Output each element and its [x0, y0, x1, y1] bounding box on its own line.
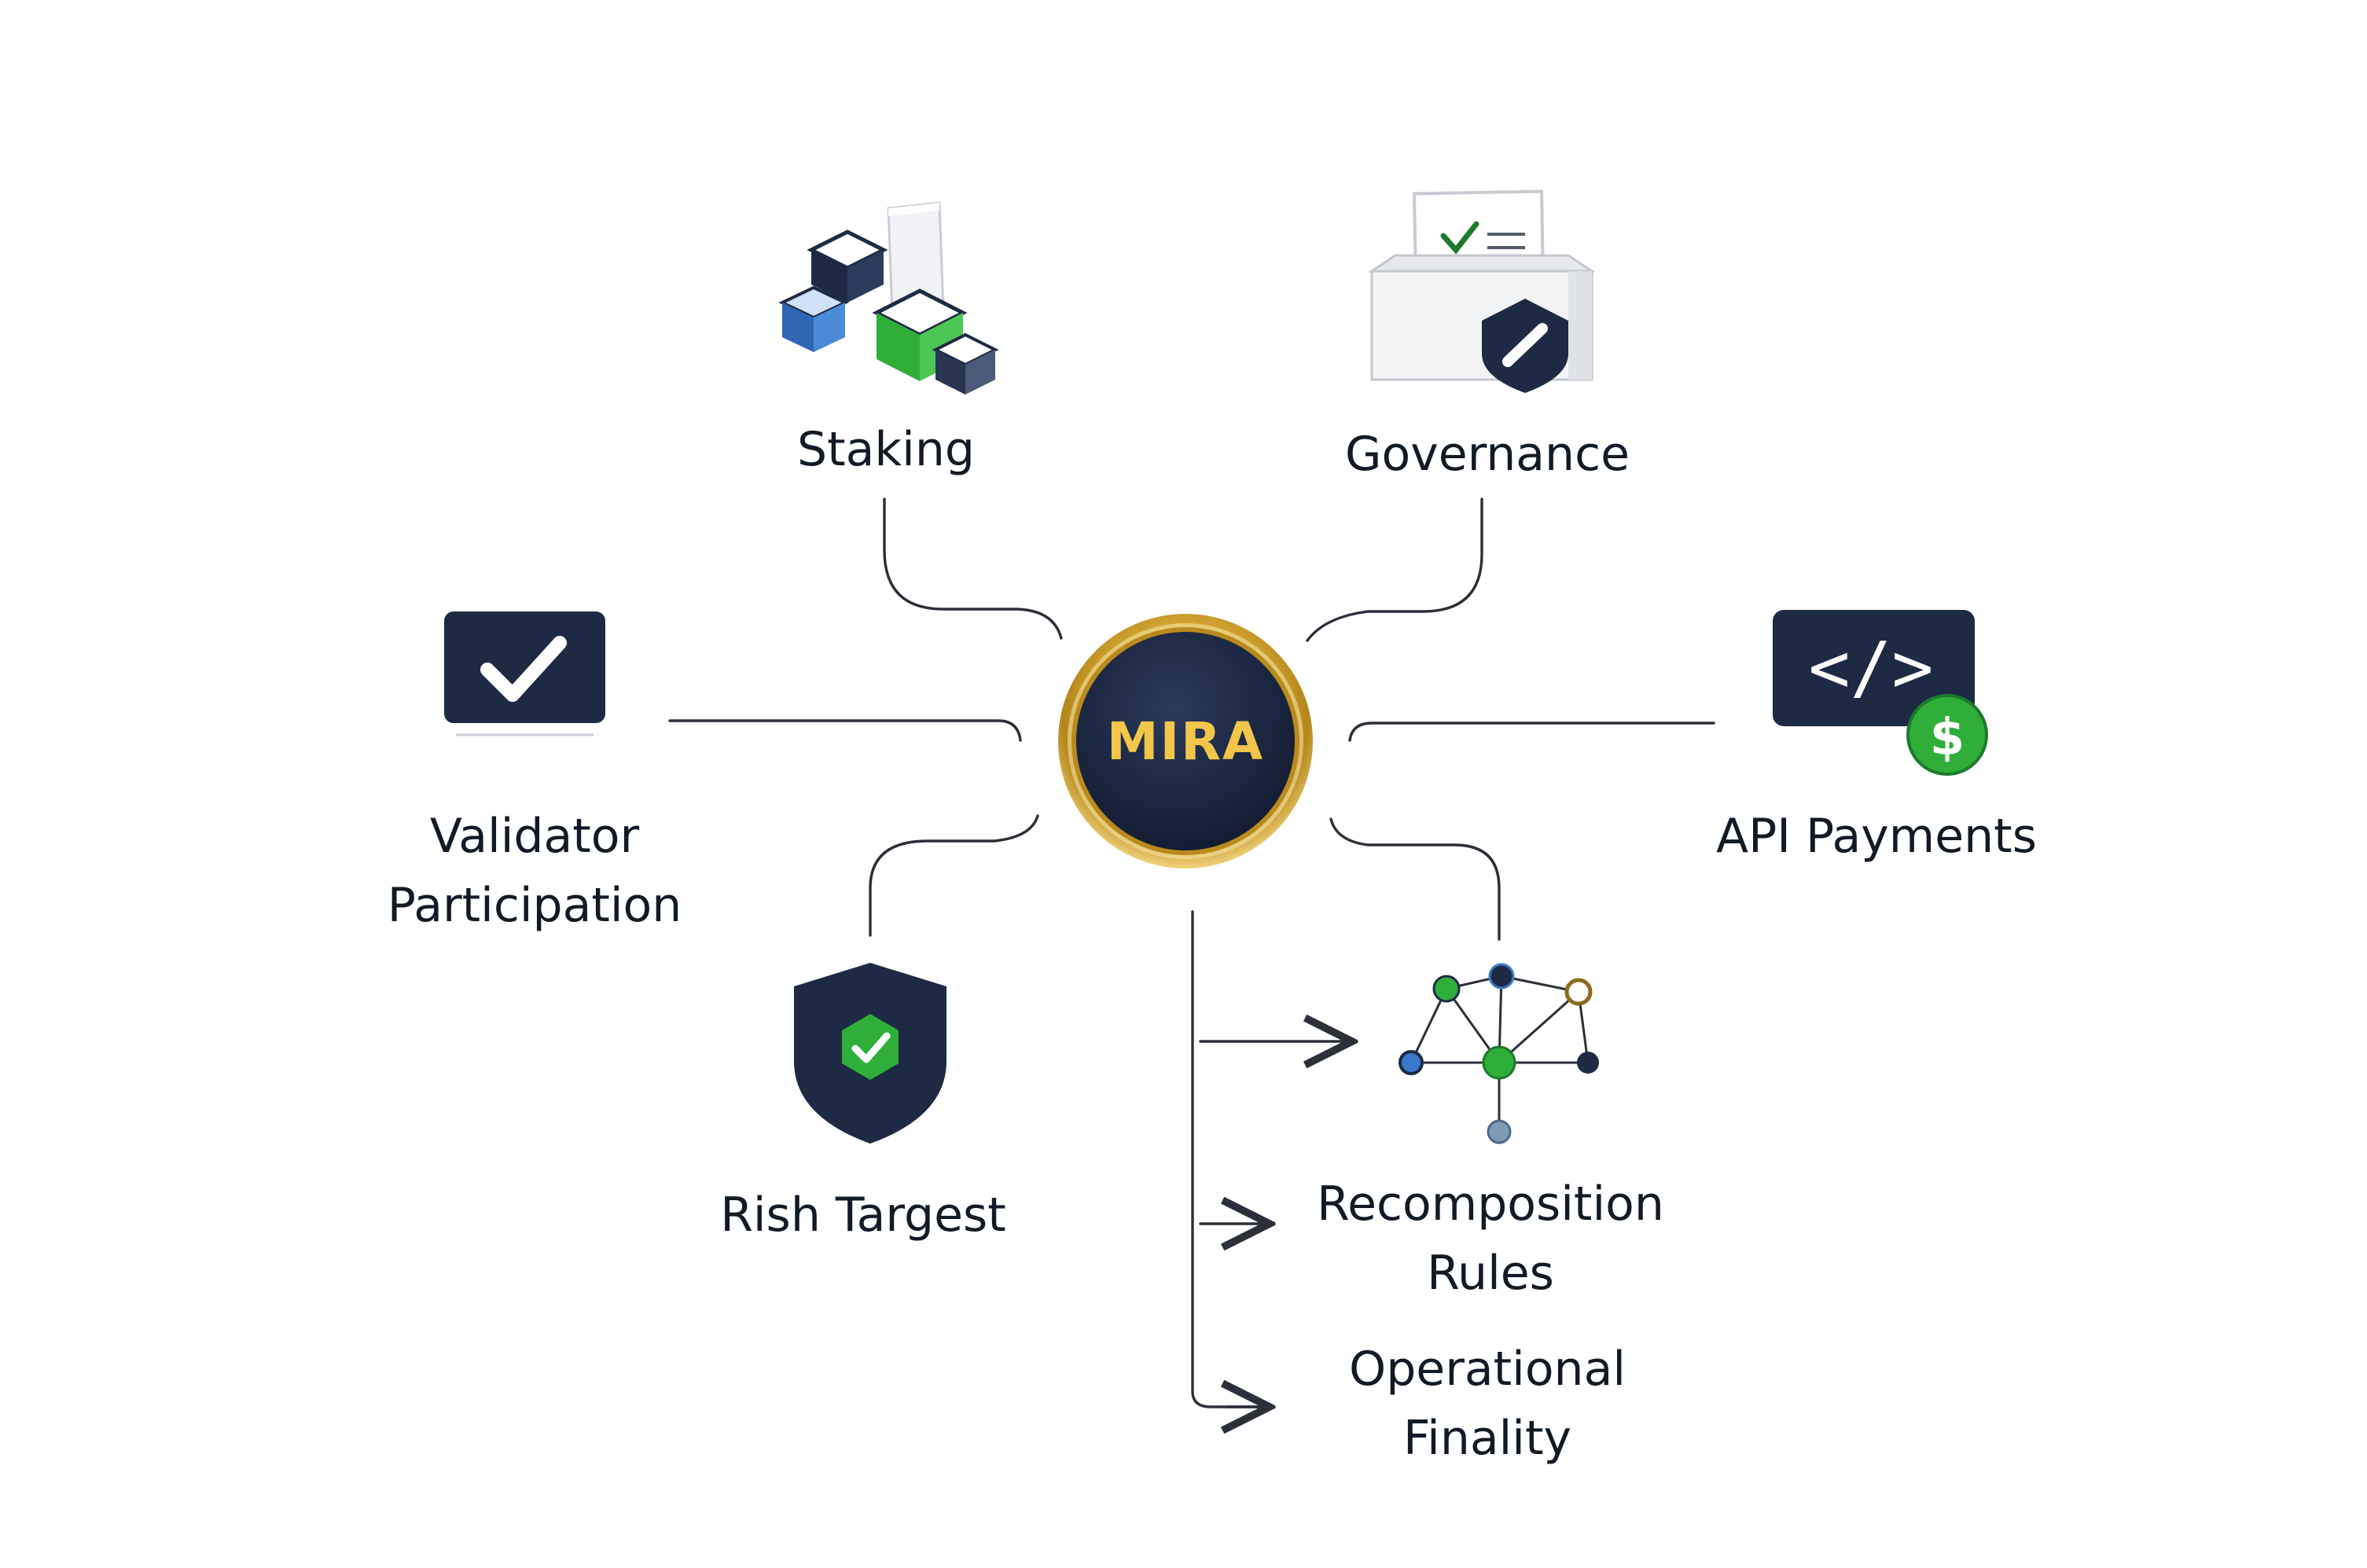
connector-staking — [883, 498, 1063, 640]
governance-label: Governance — [1345, 427, 1630, 482]
svg-text:$: $ — [1930, 709, 1965, 767]
mira-label: MIRA — [1107, 711, 1264, 772]
recomposition-rules-label: Recomposition Rules — [1317, 1170, 1664, 1308]
connector-governance — [1306, 498, 1483, 642]
mira-coin: MIRA — [1058, 614, 1313, 868]
operational-finality-label: Operational Finality — [1349, 1335, 1626, 1473]
connector-validator — [668, 719, 1022, 742]
cubes-icon — [778, 201, 999, 395]
validator-label-line2: Participation — [387, 878, 682, 933]
finality-label-line2: Finality — [1403, 1411, 1571, 1466]
shield-check-icon — [794, 963, 946, 1144]
code-dollar-icon: </> $ — [1773, 610, 1988, 776]
validator-label-line1: Validator — [429, 809, 640, 864]
validator-participation-label: Validator Participation — [388, 802, 682, 940]
recomposition-label-line1: Recomposition — [1317, 1177, 1664, 1232]
connector-api — [1348, 722, 1715, 742]
checkmark-monitor-icon — [444, 611, 605, 736]
recomposition-label-line2: Rules — [1427, 1246, 1554, 1301]
connector-trunk — [1191, 910, 1263, 1408]
network-graph-icon — [1399, 963, 1599, 1144]
ballot-box-icon — [1368, 189, 1596, 393]
connector-recomposition — [1329, 817, 1501, 941]
api-payments-label: API Payments — [1716, 809, 2037, 864]
staking-label: Staking — [797, 422, 975, 477]
connector-risk — [869, 814, 1039, 937]
finality-label-line1: Operational — [1348, 1342, 1626, 1397]
svg-text:</>: </> — [1809, 627, 1934, 708]
risk-target-label: Rish Targest — [720, 1188, 1006, 1243]
